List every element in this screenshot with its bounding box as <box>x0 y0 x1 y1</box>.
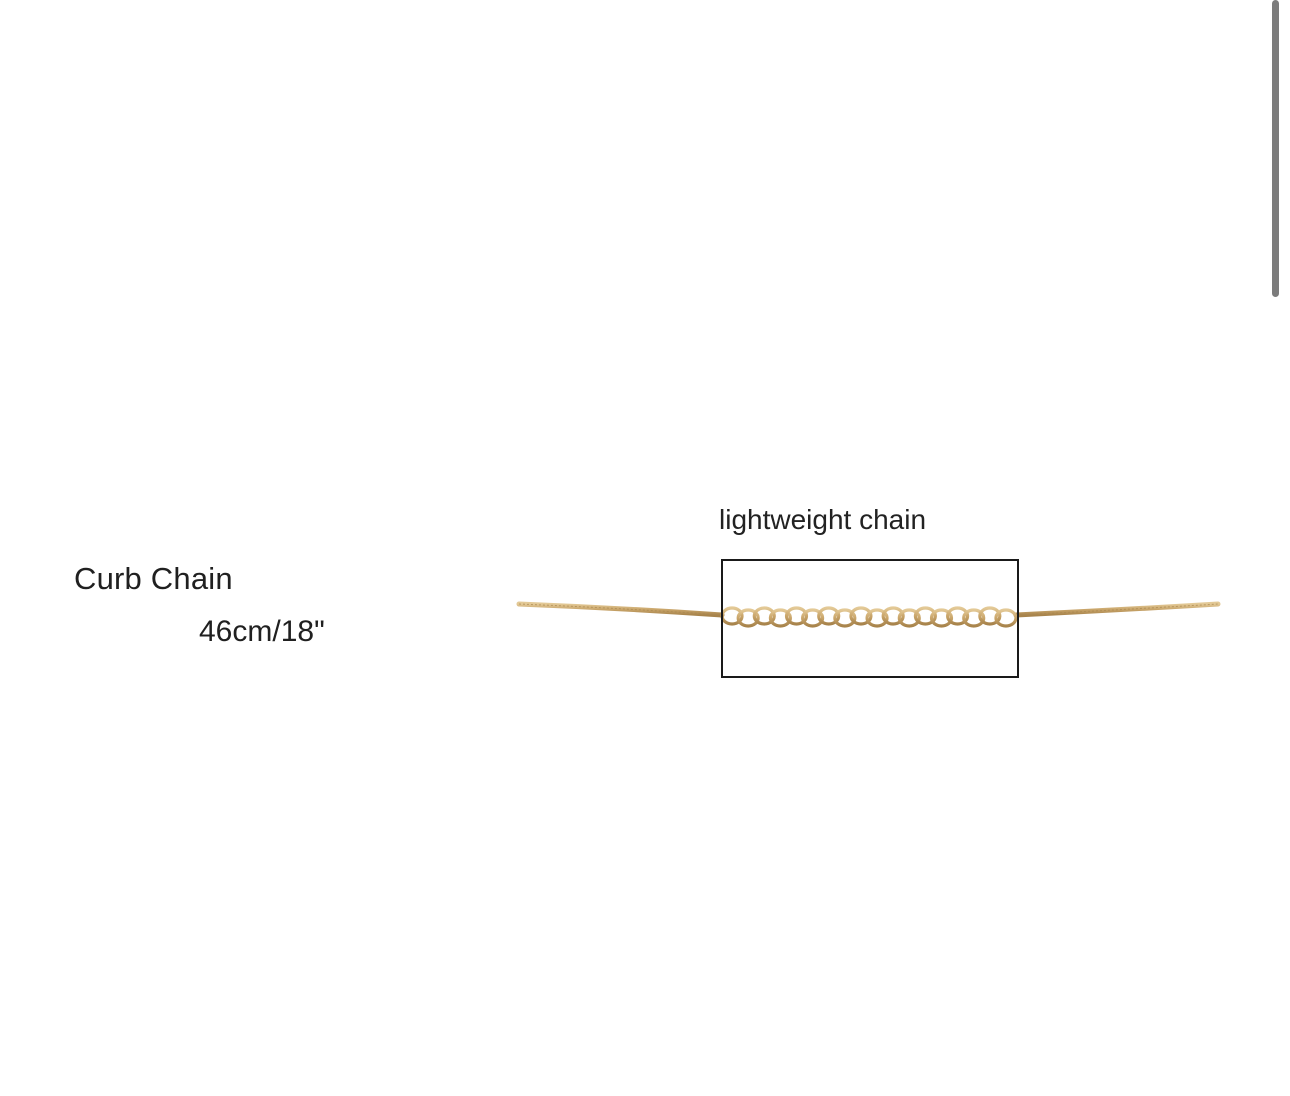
chain-left-segment <box>516 601 725 618</box>
product-length: 46cm/18" <box>199 615 325 648</box>
callout-label: lightweight chain <box>719 504 927 535</box>
callout-box <box>721 559 1019 678</box>
chain-right-segment <box>1013 601 1221 618</box>
scrollbar-thumb[interactable] <box>1272 0 1279 297</box>
product-title: Curb Chain <box>74 561 233 596</box>
